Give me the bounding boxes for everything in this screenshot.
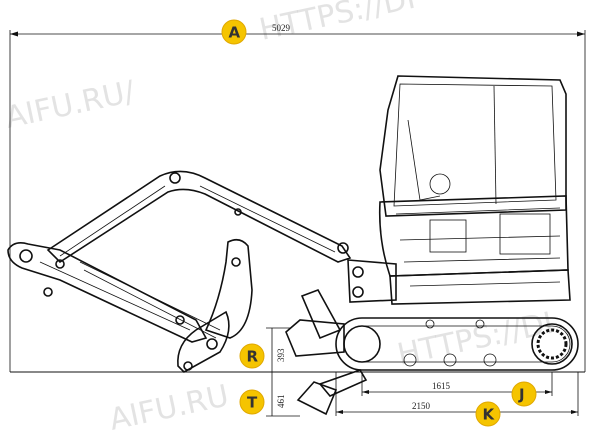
overall-length-dimension: 5029 xyxy=(9,23,586,372)
watermark-left: AIFU.RU/ xyxy=(2,74,138,136)
badge-r: R xyxy=(239,343,265,369)
secondary-bucket xyxy=(204,238,253,339)
engine-body xyxy=(378,173,569,277)
svg-text:J: J xyxy=(518,386,525,404)
svg-text:K: K xyxy=(483,406,496,424)
boom xyxy=(46,170,352,264)
watermark-bottom: AIFU.RU xyxy=(106,378,232,434)
track-length-label: 2150 xyxy=(412,401,431,411)
blade-height-dimension: 393 xyxy=(266,327,290,372)
svg-text:A: A xyxy=(229,24,241,42)
svg-text:T: T xyxy=(247,394,258,412)
cab xyxy=(379,75,567,217)
badge-k: K xyxy=(475,401,501,427)
dozer-blade-raised xyxy=(285,289,345,357)
blade-height-label: 393 xyxy=(276,348,286,362)
badge-a: A xyxy=(221,19,247,45)
arm xyxy=(7,242,221,343)
dozer-blade-lowered xyxy=(296,369,368,416)
blade-depth-dimension: 461 xyxy=(266,372,300,417)
badge-t: T xyxy=(239,389,265,415)
blade-depth-label: 461 xyxy=(276,395,286,409)
bucket xyxy=(177,310,230,373)
badge-j: J xyxy=(511,381,537,407)
overall-length-label: 5029 xyxy=(272,23,291,33)
track-length-dimension: 2150 xyxy=(335,372,579,416)
svg-text:R: R xyxy=(247,348,259,366)
turntable xyxy=(389,269,571,305)
track-contact-label: 1615 xyxy=(432,381,451,391)
swing-bracket xyxy=(347,259,397,303)
